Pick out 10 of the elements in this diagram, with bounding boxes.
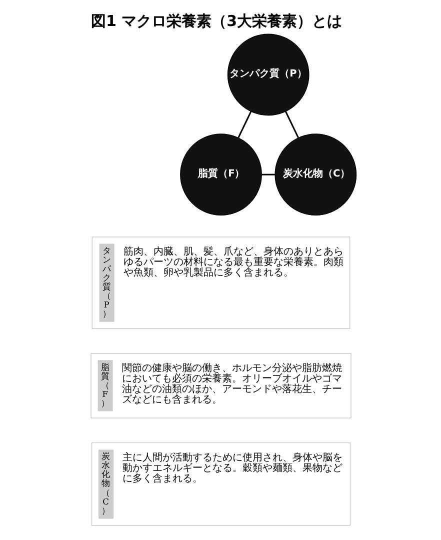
node-circle: タンパク質（P） xyxy=(226,34,309,116)
connector xyxy=(261,174,274,176)
node-box: 炭水化物（C） 主に人間が活動するために使用され、身体や脳を動かすエネルギーとなる。穀類や麺類、果物などに多く含まれる。 xyxy=(90,442,350,526)
diagram-title: 図1 マクロ栄養素（3大栄養素）とは xyxy=(90,12,342,30)
node-circle: 脂質（F） xyxy=(180,134,262,216)
node-circle: 炭水化物（C） xyxy=(274,134,356,216)
connector xyxy=(237,111,252,138)
node-box: タンパク質（P） 筋肉、内臓、肌、髪、爪など、身体のありとあらゆるパーツの材料になる最も重要な栄養素。肉類や魚類、卵や乳製品に多く含まれる。 xyxy=(91,236,350,329)
connector xyxy=(284,111,298,138)
node-box: 脂質（F） 関節の健康や脳の働き、ホルモン分泌や脂肪燃焼においても必須の栄養素。オリーブオイルやゴマ油などの油類のほか、アーモンドや落花生、チーズなどにも含まれる。 xyxy=(90,353,351,418)
